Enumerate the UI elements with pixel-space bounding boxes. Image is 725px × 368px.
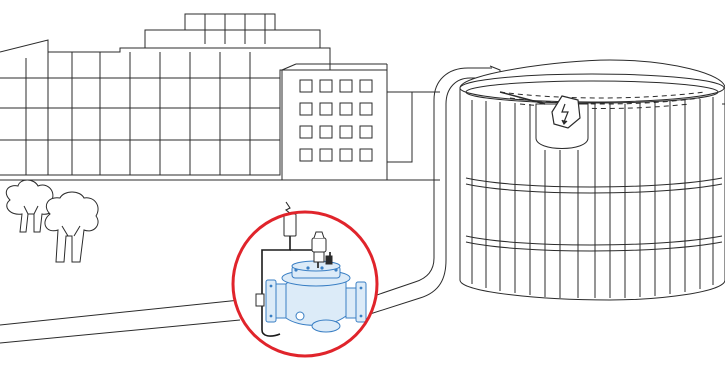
- office-building-small: [282, 64, 412, 180]
- water-storage-tank: [460, 60, 725, 300]
- trees: [6, 180, 98, 262]
- office-building-tall: [0, 14, 330, 175]
